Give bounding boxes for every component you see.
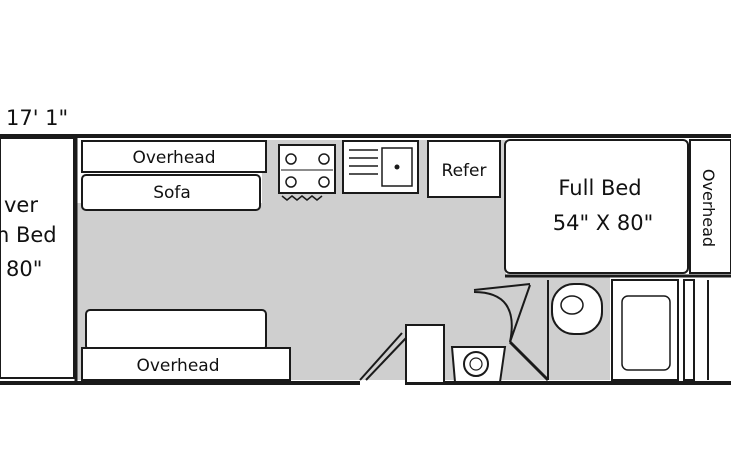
- refrigerator-label: Refer: [442, 161, 487, 181]
- lavatory-sink-icon: [450, 346, 507, 383]
- entry-door: [359, 324, 445, 384]
- full-bed-size: 54" X 80": [553, 211, 654, 235]
- sofa: [81, 174, 261, 211]
- refrigerator: [427, 140, 501, 198]
- overhead-bottom: [81, 347, 291, 381]
- left-bed-label: 80": [6, 257, 42, 281]
- overhead-right: [689, 139, 731, 274]
- counter-edge: [281, 195, 323, 201]
- left-bed-label: n Bed: [0, 223, 57, 247]
- overhead-right-label: Overhead: [699, 169, 718, 247]
- bath-divider: [508, 340, 550, 382]
- stove-icon: [278, 144, 336, 194]
- bath-door: [473, 283, 531, 343]
- length-dimension: 17' 1": [6, 106, 68, 130]
- toilet-icon: [551, 283, 603, 335]
- full-bed-label: Full Bed: [558, 176, 641, 200]
- left-bed: [0, 137, 75, 379]
- shower-icon: [611, 279, 709, 381]
- sofa-label: Sofa: [153, 183, 191, 203]
- bottom-sofa: [85, 309, 267, 351]
- full-bed: [504, 139, 689, 274]
- overhead-top: [81, 140, 267, 173]
- overhead-top-label: Overhead: [132, 148, 215, 168]
- overhead-bottom-label: Overhead: [136, 356, 219, 376]
- left-bed-label: ver: [4, 193, 38, 217]
- sink-icon: [342, 140, 419, 194]
